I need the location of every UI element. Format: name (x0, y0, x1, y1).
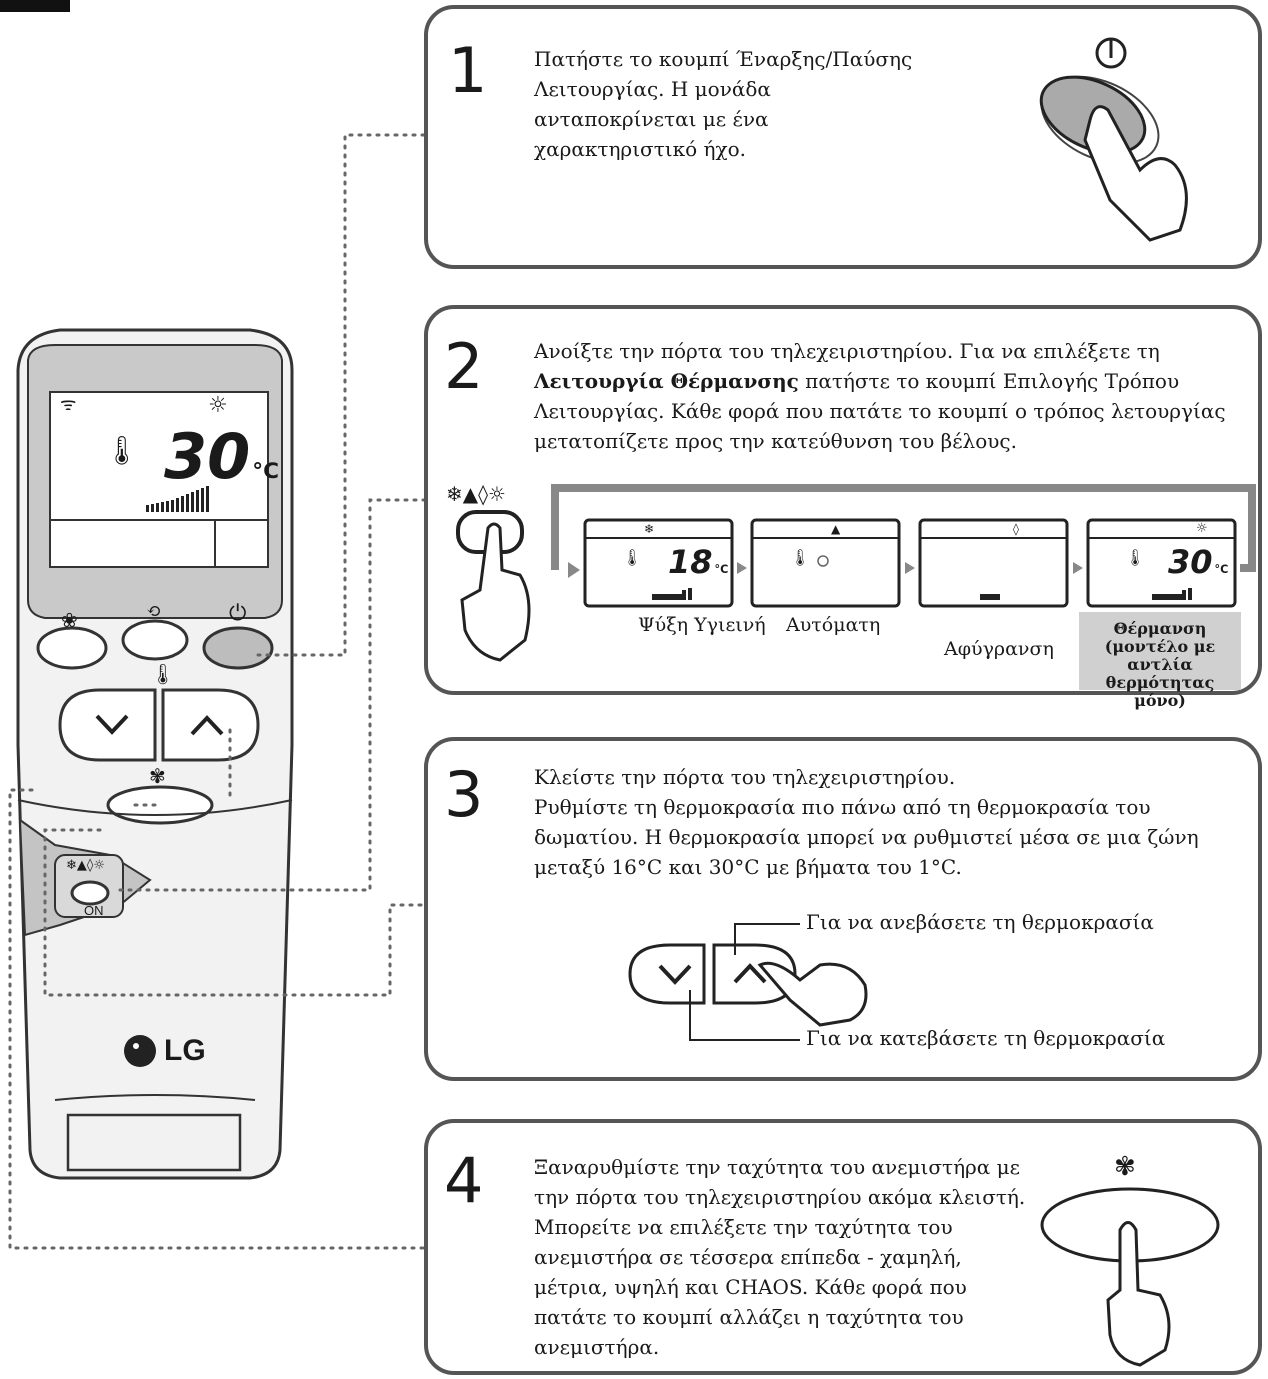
corner-tab (0, 0, 70, 12)
thermometer-icon: 🌡 (104, 434, 140, 467)
heating-mode-term: Λειτουργία Θέρμανσης (534, 369, 799, 393)
thermometer-icon: 🌡 (622, 548, 643, 567)
wifi-signal-icon: ᯤ (60, 394, 77, 415)
sun-icon: ☼ (208, 393, 228, 418)
step-2-number: 2 (444, 330, 484, 403)
mode-icons: ❄▲◊☼ (446, 482, 506, 506)
thermometer-icon: 🌡 (790, 548, 811, 567)
step-3-number: 3 (444, 758, 484, 831)
step-4-number: 4 (444, 1144, 484, 1217)
auto-icon: ▲ (831, 522, 841, 536)
step-4-text: Ξαναρυθμίστε την ταχύτητα του ανεμιστήρα… (534, 1155, 1026, 1359)
heat-mode-temp: 30°C (1168, 543, 1229, 581)
thermometer-icon: 🌡 (1125, 548, 1146, 567)
step-3-text: Κλείστε την πόρτα του τηλεχειριστηρίου. … (534, 765, 1199, 879)
auto-mode-label: Αυτόματη (786, 614, 881, 636)
lg-logo-text: LG (164, 1034, 206, 1067)
temp-up-label: Για να ανεβάσετε τη θερμοκρασία (806, 910, 1154, 934)
cool-mode-temp: 18°C (668, 543, 729, 581)
on-label: ON (84, 903, 104, 918)
step-1-number: 1 (448, 34, 488, 107)
snowflake-icon: ❄ (644, 522, 655, 536)
thermometer-icon: 🌡 (150, 662, 176, 686)
drop-icon: ◊ (1013, 522, 1019, 536)
step-1-text: Πατήστε το κουμπί Έναρξης/Παύσης Λειτουρ… (534, 47, 913, 161)
fan-icon: ✾ (149, 764, 166, 788)
fan-icon: ✾ (1114, 1152, 1136, 1182)
sun-icon: ☼ (1196, 521, 1208, 536)
temp-down-label: Για να κατεβάσετε τη θερμοκρασία (806, 1026, 1166, 1050)
mode-icons: ❄▲◊☼ (66, 858, 105, 873)
step-3-box (424, 737, 1262, 1081)
power-icon: ⏻ (229, 601, 247, 626)
fan-icon: ❀ (61, 608, 78, 632)
remote-display-temp: 30°C (164, 420, 280, 493)
heat-mode-label: Θέρμανση (μοντέλο με αντλία θερμότητας μ… (1079, 612, 1241, 710)
cool-mode-label: Ψύξη Υγιεινή (638, 614, 766, 636)
step-2-text: Ανοίξτε την πόρτα του τηλεχειριστηρίου. … (534, 339, 1226, 453)
dry-mode-label: Αφύγρανση (944, 638, 1054, 660)
swing-icon: ⟲ (146, 601, 162, 622)
